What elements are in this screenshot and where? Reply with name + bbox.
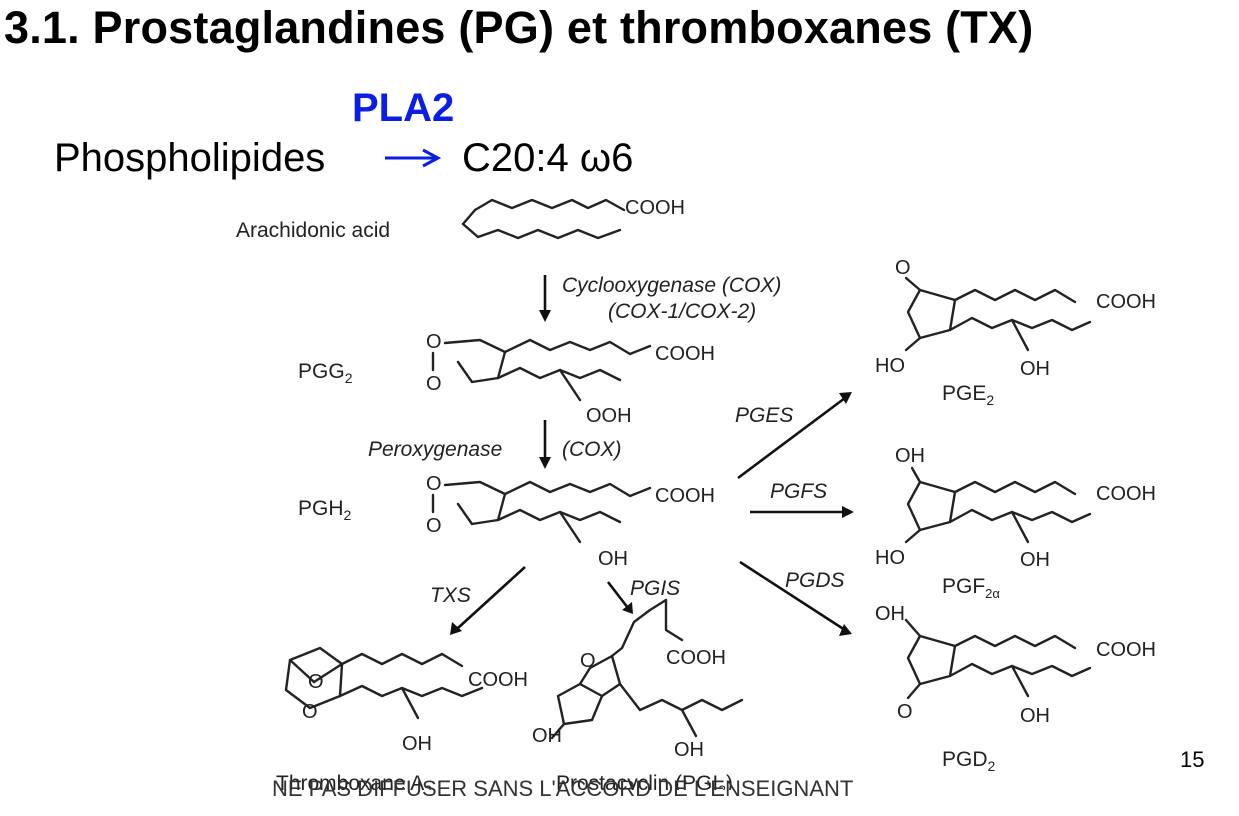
txa2-cooh: COOH — [468, 669, 528, 691]
arachidonic-acid-label: Arachidonic acid — [236, 219, 390, 242]
txs-arrowhead-icon — [450, 622, 462, 635]
arachidonic-chain-bottom — [461, 208, 622, 240]
product-label: C20:4 ω6 — [462, 136, 634, 180]
prostacyclin-label: Prostacyclin (PGI2) — [556, 772, 733, 790]
pgg2-ooh: OOH — [586, 405, 632, 427]
pgi2-o: O — [580, 650, 596, 672]
pgf2a-oh: OH — [1020, 549, 1050, 571]
pgis-label: PGIS — [630, 577, 680, 600]
pgi2-cooh: COOH — [666, 647, 726, 669]
arachidonic-chain-top — [473, 198, 626, 212]
svg-text:O: O — [426, 373, 442, 395]
pgd2-cooh: COOH — [1096, 639, 1156, 661]
pgh2-cooh: COOH — [655, 485, 715, 507]
cox-isoform-label: (COX-1/COX-2) — [608, 300, 756, 323]
enzyme-label: PLA2 — [352, 86, 455, 130]
cox-label: Cyclooxygenase (COX) — [562, 274, 781, 297]
txa2-oh: OH — [402, 733, 432, 755]
pge2-label: PGE2 — [942, 382, 994, 408]
pgf2a-ho: HO — [875, 547, 905, 569]
pges-arrow — [737, 396, 846, 480]
svg-text:O: O — [426, 473, 442, 495]
pgh2-structure: O O — [426, 473, 652, 544]
txa2-o-bridge: O — [308, 671, 324, 693]
footer-notice: NE PAS DIFFUSER SANS L'ACCORD DE L'ENSEI… — [272, 776, 854, 801]
pgfs-label: PGFS — [770, 480, 827, 503]
pgf2a-structure — [904, 466, 1092, 544]
pgi2-oh-left: OH — [532, 725, 562, 747]
pge2-oh: OH — [1020, 358, 1050, 380]
svg-text:O: O — [426, 515, 442, 537]
thromboxane-structure — [284, 646, 484, 720]
pgf2a-cooh: COOH — [1096, 483, 1156, 505]
thromboxane-a2-label: Thromboxane A2 — [276, 772, 432, 790]
arachidonic-cooh: COOH — [625, 197, 685, 219]
pgg2-cooh: COOH — [655, 343, 715, 365]
svg-text:O: O — [426, 331, 442, 353]
prostaglandin-pathway-diagram: Arachidonic acid COOH Cyclooxygenase (CO… — [236, 197, 1156, 790]
txs-arrow — [457, 566, 526, 629]
pge2-cooh: COOH — [1096, 291, 1156, 313]
pgd2-o: O — [897, 701, 913, 723]
pges-label: PGES — [735, 404, 793, 427]
cox-arrowhead-icon — [539, 310, 551, 322]
page-number: 15 — [1180, 747, 1205, 772]
pgd2-oh-top: OH — [875, 603, 905, 625]
pgds-arrow — [739, 560, 846, 632]
pgi2-oh-right: OH — [674, 739, 704, 761]
peroxygenase-cox-label: (COX) — [562, 438, 622, 461]
slide-title: 3.1. Prostaglandines (PG) et thromboxane… — [4, 2, 1034, 53]
reaction-arrow-icon — [385, 148, 442, 168]
prostacyclin-structure — [550, 598, 744, 740]
pgh2-label: PGH2 — [298, 497, 352, 523]
peroxygenase-arrowhead-icon — [539, 457, 551, 469]
pgis-arrow — [606, 581, 630, 609]
pgis-arrowhead-icon — [622, 602, 633, 614]
substrate-label: Phospholipides — [54, 136, 326, 180]
pgg2-structure: O O — [426, 331, 652, 402]
pgg2-label: PGG2 — [298, 360, 353, 386]
pgh2-oh: OH — [598, 548, 628, 570]
pge2-ho: HO — [875, 355, 905, 377]
pges-arrowhead-icon — [839, 392, 852, 404]
pgds-label: PGDS — [785, 569, 845, 592]
pgfs-arrowhead-icon — [842, 506, 854, 518]
pgf2a-oh-top: OH — [895, 445, 925, 467]
pge2-structure: O — [895, 257, 1092, 352]
pgd2-structure — [904, 618, 1092, 700]
pgf2a-label: PGF2α — [942, 575, 1000, 601]
peroxygenase-label: Peroxygenase — [368, 438, 502, 461]
pgds-arrowhead-icon — [839, 624, 852, 636]
svg-text:O: O — [895, 257, 911, 279]
txs-label: TXS — [430, 584, 471, 607]
pgd2-oh: OH — [1020, 705, 1050, 727]
pgd2-label: PGD2 — [942, 748, 996, 774]
txa2-o-ring: O — [302, 701, 318, 723]
